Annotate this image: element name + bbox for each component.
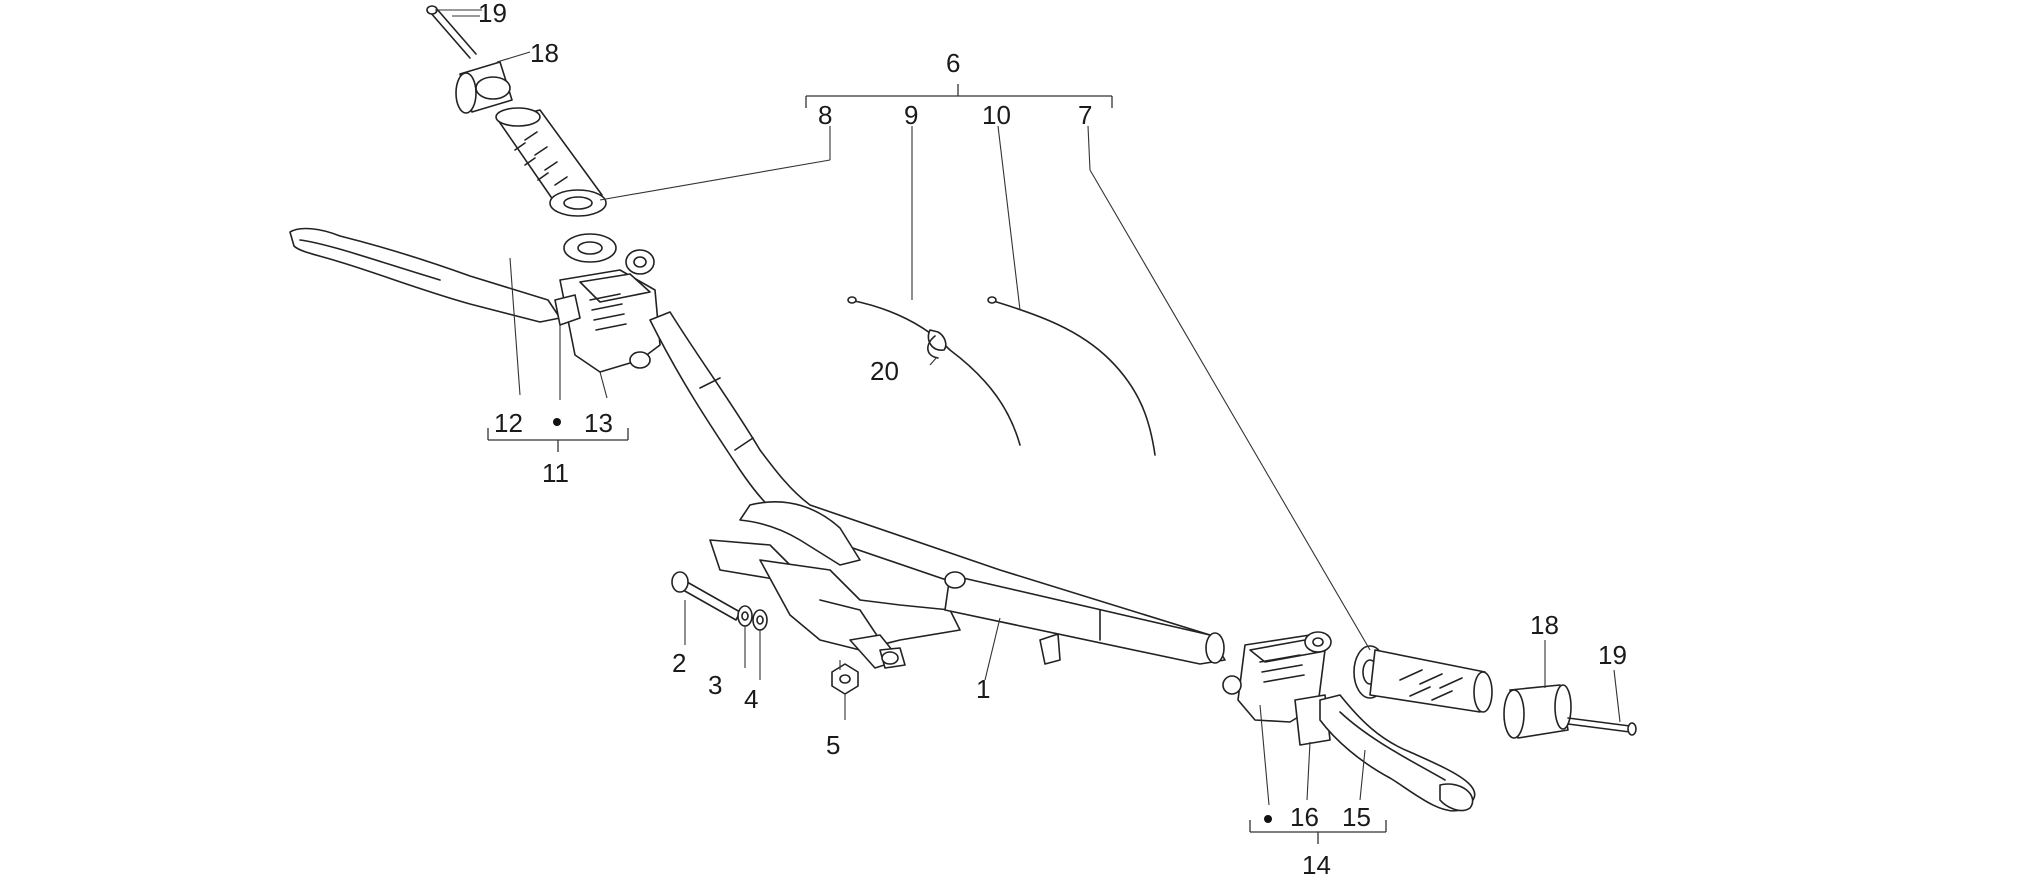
clamp-bolt <box>671 571 741 621</box>
label-4: 4 <box>744 684 758 714</box>
reference-dot-14 <box>1264 815 1272 823</box>
label-10: 10 <box>982 100 1011 130</box>
right-bar-end-weight <box>1503 684 1572 739</box>
left-grip-washer <box>563 233 617 263</box>
throttle-cable-10 <box>987 296 1156 456</box>
label-14: 14 <box>1302 850 1331 880</box>
throttle-cable-9 <box>847 296 1021 446</box>
label-19-left: 19 <box>478 0 507 28</box>
right-master-cylinder <box>1222 631 1332 746</box>
leader-lines <box>435 9 1621 806</box>
label-13: 13 <box>584 408 613 438</box>
label-15: 15 <box>1342 802 1371 832</box>
left-bar-end-screw <box>426 5 477 59</box>
nut-5 <box>831 663 859 695</box>
label-20: 20 <box>870 356 899 386</box>
right-bar-end-screw <box>1567 717 1637 736</box>
bracket-14 <box>1249 820 1387 844</box>
right-grip <box>1353 645 1493 713</box>
left-master-cylinder <box>554 249 661 373</box>
handlebar <box>649 311 1226 669</box>
left-bar-end-weight <box>455 61 513 114</box>
label-9: 9 <box>904 100 918 130</box>
right-brake-lever <box>1319 694 1476 812</box>
label-3: 3 <box>708 670 722 700</box>
label-18-left: 18 <box>530 38 559 68</box>
label-11: 11 <box>542 458 569 488</box>
label-6: 6 <box>946 48 960 78</box>
label-8: 8 <box>818 100 832 130</box>
cable-clip-20 <box>927 335 939 359</box>
label-2: 2 <box>672 648 686 678</box>
part-labels: 19 18 6 8 9 10 7 20 12 13 11 2 3 4 1 5 1… <box>478 0 1627 880</box>
washer-3 <box>737 605 753 627</box>
label-19-right: 19 <box>1598 640 1627 670</box>
washer-4 <box>752 609 768 631</box>
label-12: 12 <box>494 408 523 438</box>
bracket-11 <box>487 428 629 452</box>
label-1: 1 <box>976 674 990 704</box>
label-5: 5 <box>826 730 840 760</box>
label-7: 7 <box>1078 100 1092 130</box>
bracket-6 <box>805 84 1113 108</box>
reference-dot-11 <box>553 418 561 426</box>
left-grip <box>495 107 607 217</box>
left-brake-lever <box>289 227 561 323</box>
label-16: 16 <box>1290 802 1319 832</box>
label-18-right: 18 <box>1530 610 1559 640</box>
